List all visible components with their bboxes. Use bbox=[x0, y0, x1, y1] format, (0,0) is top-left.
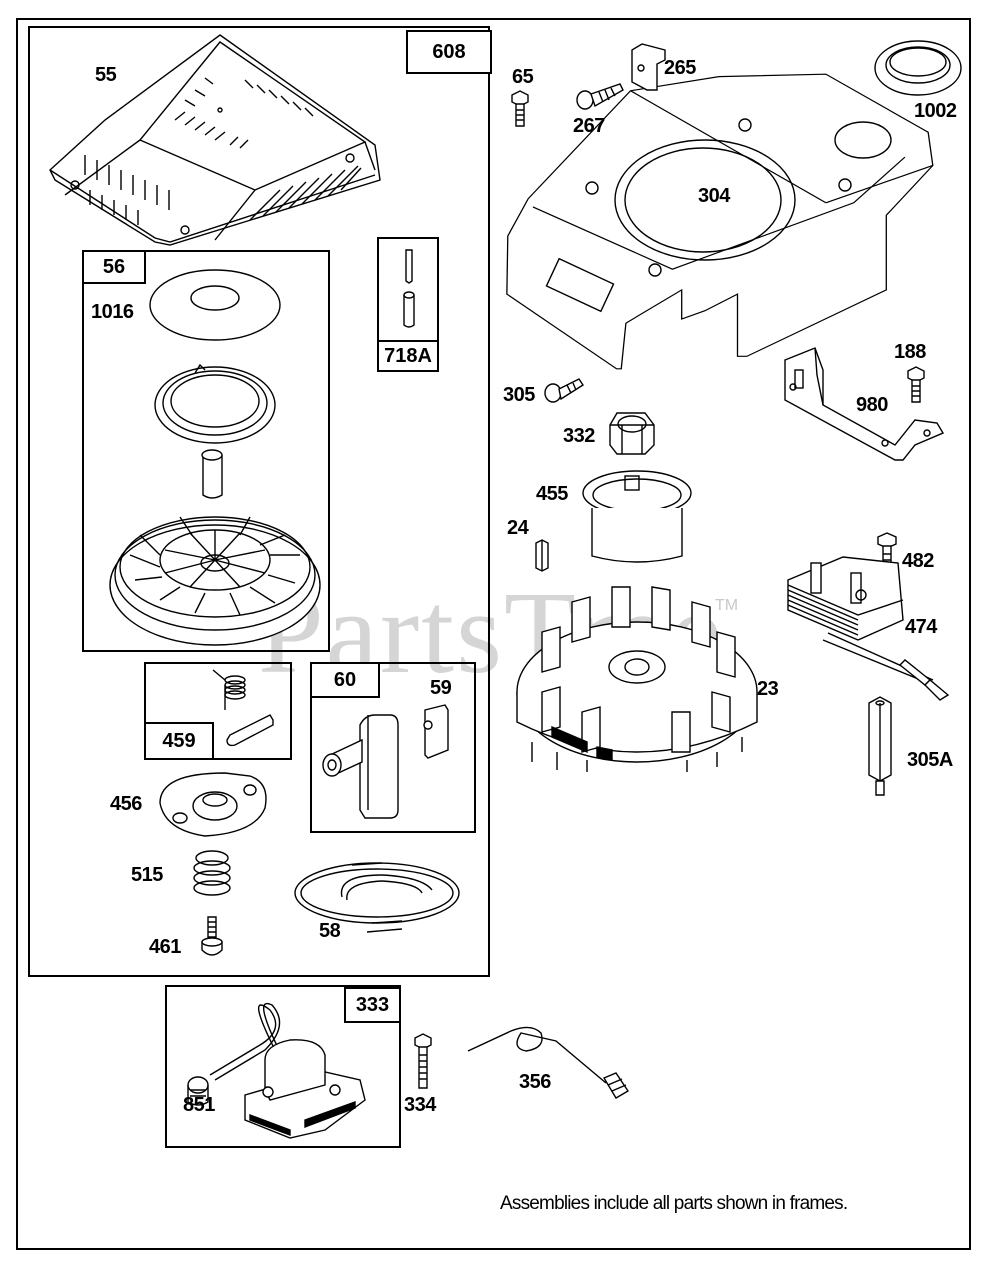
clip-265-drawing bbox=[631, 43, 666, 91]
part-label-1002: 1002 bbox=[914, 100, 957, 122]
part-label-332: 332 bbox=[563, 425, 595, 447]
part-label-55: 55 bbox=[95, 64, 117, 86]
flywheel-drawing bbox=[516, 586, 758, 772]
assembly-frame-608 bbox=[28, 26, 490, 977]
key-24-drawing bbox=[535, 539, 549, 572]
watermark-trademark: TM bbox=[715, 597, 739, 614]
bolt-65-drawing bbox=[511, 90, 529, 127]
screw-305-drawing bbox=[544, 378, 584, 403]
screw-drawing bbox=[201, 916, 223, 956]
assembly-label-56: 56 bbox=[82, 250, 146, 284]
assembly-frame-60 bbox=[310, 662, 476, 833]
part-label-305: 305 bbox=[503, 384, 535, 406]
assembly-label-60: 60 bbox=[310, 662, 380, 698]
part-label-265: 265 bbox=[664, 57, 696, 79]
part-label-188: 188 bbox=[894, 341, 926, 363]
part-label-1016: 1016 bbox=[91, 301, 134, 323]
part-label-456: 456 bbox=[110, 793, 142, 815]
assembly-label-718A: 718A bbox=[377, 340, 439, 372]
part-label-65: 65 bbox=[512, 66, 534, 88]
part-label-305A: 305A bbox=[907, 749, 953, 771]
assembly-label-459: 459 bbox=[144, 722, 214, 760]
part-label-334: 334 bbox=[404, 1094, 436, 1116]
assemblies-footnote: Assemblies include all parts shown in fr… bbox=[500, 1193, 848, 1214]
part-label-515: 515 bbox=[131, 864, 163, 886]
part-label-267: 267 bbox=[573, 115, 605, 137]
rewind-starter-parts-drawing bbox=[109, 269, 321, 646]
assembly-label-333: 333 bbox=[344, 987, 401, 1023]
part-label-851: 851 bbox=[183, 1094, 215, 1116]
pin-drawing bbox=[403, 249, 415, 328]
assembly-label-608: 608 bbox=[406, 30, 492, 74]
part-label-455: 455 bbox=[536, 483, 568, 505]
part-label-23: 23 bbox=[757, 678, 779, 700]
starter-cup-drawing bbox=[159, 772, 267, 837]
part-label-24: 24 bbox=[507, 517, 529, 539]
ground-wire-356-drawing bbox=[467, 1026, 629, 1099]
grommet-1002-drawing bbox=[874, 40, 962, 96]
grip-handle-drawing bbox=[322, 704, 449, 819]
starter-rope-drawing bbox=[294, 862, 460, 933]
assembly-frame-459 bbox=[144, 662, 292, 760]
starter-clutch-cup-drawing bbox=[582, 470, 692, 563]
nut-332-drawing bbox=[609, 412, 655, 455]
pawl-spring-drawing bbox=[212, 669, 274, 747]
screw-267-drawing bbox=[576, 83, 624, 110]
bracket-980-drawing bbox=[784, 347, 945, 461]
part-label-58: 58 bbox=[319, 920, 341, 942]
part-label-304: 304 bbox=[698, 185, 730, 207]
part-label-461: 461 bbox=[149, 936, 181, 958]
part-label-474: 474 bbox=[905, 616, 937, 638]
starter-cover-drawing bbox=[49, 34, 381, 246]
bolt-188-drawing bbox=[907, 366, 925, 403]
spring-drawing bbox=[193, 850, 231, 896]
part-label-356: 356 bbox=[519, 1071, 551, 1093]
blower-housing-drawing bbox=[506, 73, 934, 370]
assembly-frame-56 bbox=[82, 250, 330, 652]
assembly-frame-333 bbox=[165, 985, 401, 1148]
bolt-334-drawing bbox=[414, 1033, 432, 1089]
diagram-border bbox=[16, 18, 971, 1250]
spacer-305A-drawing bbox=[868, 696, 892, 796]
part-label-980: 980 bbox=[856, 394, 888, 416]
ignition-coil-drawing bbox=[187, 1002, 366, 1139]
part-label-482: 482 bbox=[902, 550, 934, 572]
part-label-59: 59 bbox=[430, 677, 452, 699]
armature-lead-drawing bbox=[898, 659, 950, 701]
